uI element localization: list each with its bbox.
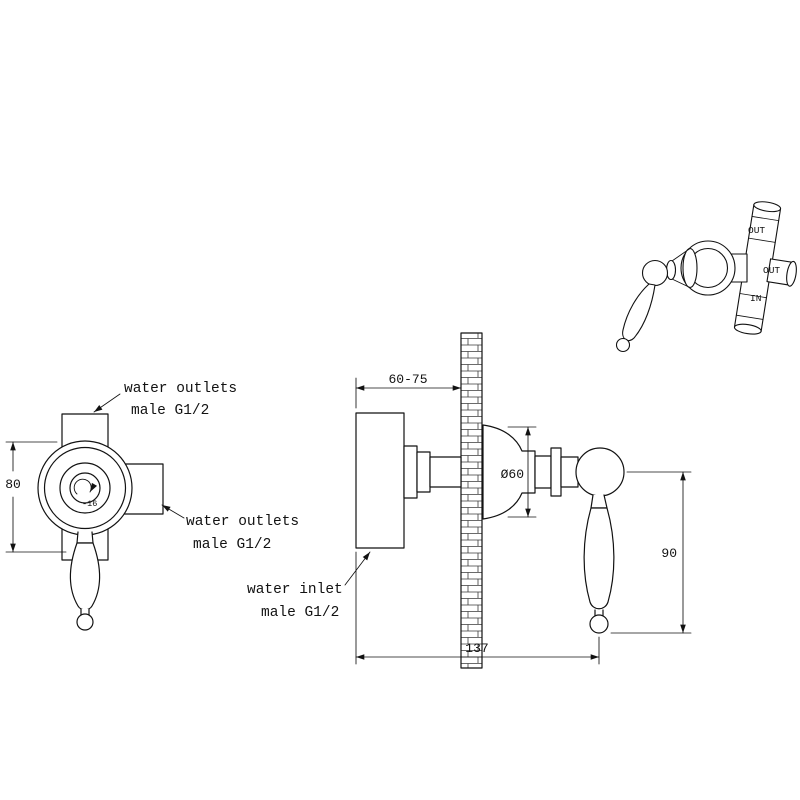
side-body (355, 412, 405, 549)
port-label-out-top: OUT (748, 225, 765, 236)
perspective-pipe (733, 201, 797, 335)
side-stem-step2 (416, 451, 431, 493)
port-label-in: IN (750, 293, 761, 304)
callout-outlet-top-line2: male G1/2 (131, 403, 209, 419)
dim-front-height: 80 (5, 441, 67, 553)
callout-inlet: water inlet male G1/2 (247, 551, 371, 621)
side-handle-collar (550, 447, 562, 497)
dim-escutcheon-value: Ø60 (501, 467, 524, 482)
callout-inlet-line2: male G1/2 (261, 605, 339, 621)
front-handle-lever (69, 542, 101, 611)
dim-handle-length-value: 90 (661, 546, 677, 561)
callout-inlet-line1: water inlet (247, 582, 343, 598)
side-lever (583, 507, 615, 610)
handle-neck-3d (665, 259, 677, 281)
dim-depth-range-value: 60-75 (388, 372, 427, 387)
side-stem-step3 (429, 456, 462, 488)
dim-depth-range: 60-75 (355, 372, 462, 409)
front-view: -16 (37, 413, 164, 631)
callout-inlet-leader (344, 551, 371, 586)
pipe-bottom-opening (733, 323, 762, 335)
wall-section (460, 332, 483, 669)
dim-handle-length: 90 (610, 471, 692, 634)
side-lever-neck (590, 494, 608, 509)
escutcheon-3d (682, 247, 698, 289)
side-handle-ball (575, 447, 625, 497)
side-stem-step1 (403, 445, 418, 499)
handle-lever-3d (622, 283, 656, 342)
side-lever-tip (589, 614, 609, 634)
front-handle-neck (76, 531, 94, 544)
callout-outlet-right-line2: male G1/2 (193, 537, 271, 553)
side-view (355, 332, 625, 669)
rotation-arrow-icon (73, 478, 98, 495)
callout-outlet-top-leader (93, 393, 121, 413)
side-handle-stem (534, 455, 552, 489)
front-handle-tip (76, 613, 94, 631)
pipe-top-opening (753, 201, 782, 213)
pipe-thread-lines (735, 216, 780, 320)
callout-outlet-right-line1: water outlets (186, 514, 299, 530)
handle-tip-3d (615, 337, 631, 353)
escutcheon-3d-cone-lines (671, 248, 691, 288)
perspective-view: OUT OUT IN (615, 201, 797, 353)
handle-ball-3d (641, 259, 669, 287)
dim-total-depth-value: 137 (465, 641, 488, 656)
side-escutcheon (482, 424, 536, 520)
dim-front-height-value: 80 (5, 477, 21, 492)
callout-outlet-top: water outlets male G1/2 (93, 381, 237, 419)
callout-outlet-right: water outlets male G1/2 (161, 504, 299, 553)
callout-outlet-top-line1: water outlets (124, 381, 237, 397)
port-label-out-side: OUT (763, 265, 780, 276)
front-hub-note: -16 (82, 499, 97, 509)
pipe-branch-opening (786, 260, 797, 287)
dim-escutcheon-diameter: Ø60 (501, 426, 537, 518)
callout-outlet-right-leader (161, 504, 185, 519)
